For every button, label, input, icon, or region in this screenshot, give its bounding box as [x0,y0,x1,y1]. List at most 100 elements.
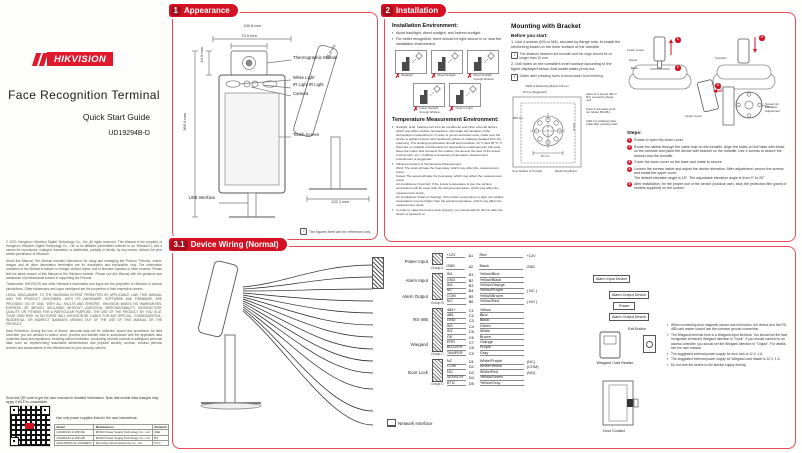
mounting-steps: 1 Rotate to open the lower cover. 2 Rout… [627,138,789,190]
pin-row: GND A2 Black GND [446,262,536,270]
legal-fine-print: © 2021 Hangzhou Hikvision Digital Techno… [6,240,162,352]
drill-width-label: Width of Reinforcing Board: 125 mm [525,84,569,88]
wiring-note: The suggested external power supply for … [667,352,789,357]
x-mark-icon: ✗ [413,106,419,114]
dim-height: 366.6 mm [182,113,187,131]
env-caption: Close to Light [455,106,473,111]
qr-code [9,405,51,447]
wiring-notes: When connecting door magnetic sensor and… [667,323,789,369]
pin-row: ERR C7 Orange [446,339,586,346]
inner-surface-label: Inner Surface of Turnstile [512,169,543,173]
door-contact-label: Door Contact [603,429,625,433]
cable-bundle-sheath [372,257,384,289]
terminal-block-icon [431,307,443,352]
hikvision-logo: HIKVISION [31,52,114,66]
wiegand-card-reader-icon [599,331,621,359]
drill-pitch-label: 87 mm [541,154,550,158]
legal-paragraph: Trademarks: HIKVISION and other Hikvisio… [6,282,162,291]
terminal-groups: Power Input Group A +12V A1 Red +12V GND… [386,252,586,387]
terminal-block-icon [431,253,443,265]
turnstile-drawing [628,36,776,126]
document-subtitle: Quick Start Guide [82,112,150,122]
bracket-steps-column: 1 2 3 4 Lower Cover Screw Base Turnstile… [627,23,789,192]
badge-label: Device Wiring (Normal) [190,239,279,249]
psu-body: C2000IC12.0-18P-DE MOSO Power Supply Tec… [53,429,170,447]
ir-light-label: IR Light [308,82,324,87]
wiring-note: The Wiegand terminal here is a Wiegand i… [667,333,789,350]
step-number-badge: 4 [627,166,632,172]
drill-callout-rivet-nut: Press 6 rivet water-proof nut. Model: BS… [586,107,616,115]
mounting-step: 3 Cover the lower cover on the base and … [627,159,723,166]
badge-number: 2 [382,5,393,16]
pin-row: OK C6 Brown [446,334,586,341]
before-you-start-title: Before you start: [511,33,548,38]
x-mark-icon: ✗ [431,73,437,81]
qr-finder-icon [10,437,19,446]
dim-module-width: 70.0 mm [241,33,257,38]
white-light-label: White Light [293,75,315,80]
section-badge-wiring: 3.1 Device Wiring (Normal) [169,238,287,251]
drill-callout-soldering: 4-Ø2 mm soldering holes: solder after pr… [586,119,618,126]
pin-row: COM D2 White/Yellow (COM) [446,363,539,371]
rj45-icon [387,419,396,427]
psu-header-cell: Standard [151,423,170,431]
document-number: UD19294B-D [108,130,150,137]
step-number-badge: 1 [627,138,632,144]
pin-row: W0 C4 Green [446,323,586,330]
qr-logo-mark [25,423,34,429]
drill-suggested-label: 25 mm (Suggested) [523,90,547,94]
group-d: Door Lock Group D NC D1 White/Purple (NC… [386,358,586,387]
badge-number: 1 [170,5,181,16]
drill-hole-drawing [512,96,582,167]
dim-module-height: 44.0 mm [199,47,204,63]
temp-bullets: Sunlight, wind, heat/cool air from air c… [392,125,504,216]
exit-button-label: Exit Button [628,327,646,331]
drill-callouts: Holes for 4 screws (M3 or M4), secured b… [586,85,619,177]
env-thumbnail: ✗ Backlight [395,50,429,81]
elevation-screws-label: Screws for Elevation Adjustment [765,102,781,113]
turnstile-figures: 1 2 3 4 Lower Cover Screw Base Turnstile… [627,23,789,129]
camera-label: Camera [293,91,309,96]
pin-row: SENSOR D4 Yellow/Green [446,375,586,381]
group-b: Alarm Input Alarm Output Group B IN1 B1 … [386,271,586,305]
env-title: Installation Environment: [392,23,459,29]
step-marker: 2 [675,65,681,71]
pin-row: NO B6 Yellow/Red ( NO ) [446,298,538,305]
env-thumbnail: ✗ Direct Sunlight through Window [467,50,501,81]
mounting-step: 4 Loosen the screws inside and adjust th… [627,166,784,180]
mounting-step-2: 2. Drill holes on the turnstile's inner … [511,61,612,71]
qr-finder-icon [41,406,50,415]
note-icon [511,51,518,59]
group-caption: Group A [431,265,444,270]
alarm-input-label: Alarm Input [405,278,428,284]
env-bullets: Avoid backlight, direct sunlight, and in… [392,31,504,47]
wiring-note: When connecting door magnetic sensor and… [667,323,789,332]
legal-paragraph: © 2021 Hangzhou Hikvision Digital Techno… [6,240,162,257]
document-title: Face Recognition Terminal [8,88,160,102]
legal-paragraph: Data Protection: During the use of devic… [6,328,162,350]
env-scene-icon [431,50,463,74]
pin-row: BUZZER C8 Purple [446,345,586,351]
alarm-output-device-box: Alarm Output Device [609,313,650,321]
env-scene-icon [395,50,427,74]
dim-base-width: 122.1 mm [331,199,349,204]
pin-row: IN2 B3 Yellow/Orange [446,282,586,289]
badge-label: Appearance [183,5,230,15]
reference-note: The figures here are for reference only. [300,228,371,235]
pin-row: NC D1 White/Purple (NC) [446,358,536,365]
wiring-note: The suggested external power supply for … [667,357,789,362]
drilling-diagram: Width of Reinforcing Board: 125 mm 25 mm… [511,85,621,177]
power-box: Power [613,302,636,310]
step-number-badge: 3 [627,160,632,166]
steps-title: Steps: [627,131,642,136]
device-side-view-with-cables [198,260,374,426]
group-c: RS-485 Wiegand Group C 485+ C1 Yellow 48… [386,307,586,357]
group-caption: Group B [431,300,444,305]
mounting-step: 2 Route the cables through the cable hol… [627,144,785,158]
pin-row: W1 C5 White [446,328,586,335]
env-thumbnail: ✗ Close to Light [449,82,483,114]
x-mark-icon: ✗ [395,73,401,81]
group-caption: Group C [431,352,444,357]
drill-hole-diameter-label: Ø25 mm [513,116,524,120]
